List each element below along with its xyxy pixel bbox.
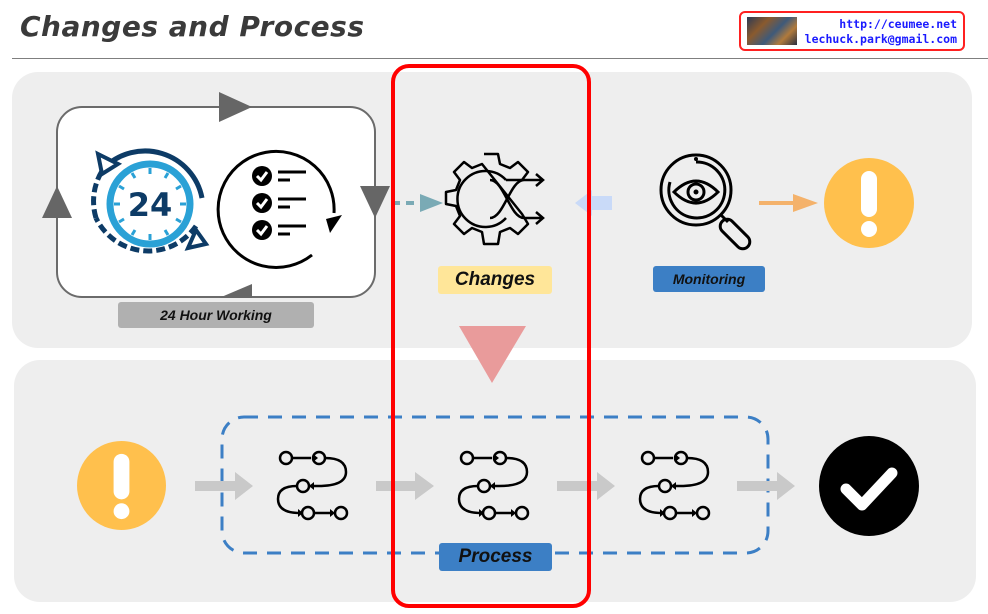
to-changes-arrowhead bbox=[420, 194, 443, 212]
flow-arrow-3 bbox=[557, 472, 615, 500]
cycle-arrow-right bbox=[360, 186, 390, 218]
monitor-to-alert-arrowhead bbox=[793, 194, 818, 212]
clock-24-icon: 24 bbox=[91, 148, 210, 254]
flow-arrow-1 bbox=[195, 472, 253, 500]
monitoring-to-changes-arrow bbox=[575, 190, 612, 216]
process-step-3-icon bbox=[638, 450, 711, 521]
flow-arrow-2 bbox=[376, 472, 434, 500]
done-check-icon bbox=[819, 436, 919, 536]
changes-label: Changes bbox=[438, 266, 552, 294]
process-step-2-icon bbox=[457, 450, 530, 521]
contact-card: http://ceumee.net lechuck.park@gmail.com bbox=[739, 11, 965, 51]
cycle-arrow-top bbox=[219, 92, 252, 122]
cycle-label: 24 Hour Working bbox=[118, 302, 314, 328]
title-divider bbox=[12, 58, 988, 59]
contact-email-link[interactable]: lechuck.park@gmail.com bbox=[804, 32, 957, 46]
alert-icon bbox=[824, 158, 914, 248]
highlight-frame bbox=[391, 64, 591, 608]
author-thumbnail bbox=[747, 17, 797, 45]
monitoring-magnifier-icon bbox=[659, 153, 752, 251]
monitoring-label: Monitoring bbox=[653, 266, 765, 292]
gear-shuffle-icon bbox=[444, 152, 545, 246]
issue-alert-icon bbox=[77, 441, 166, 530]
flow-arrow-4 bbox=[737, 472, 795, 500]
changes-to-process-arrow bbox=[459, 326, 526, 383]
page-title: Changes and Process bbox=[20, 10, 365, 43]
cycle-arrow-left bbox=[42, 186, 72, 218]
contact-url-link[interactable]: http://ceumee.net bbox=[839, 17, 957, 31]
cycle-arrow-bottom bbox=[219, 284, 252, 298]
process-step-1-icon bbox=[276, 450, 349, 521]
checklist-cycle-icon bbox=[216, 149, 342, 269]
process-label: Process bbox=[439, 543, 552, 571]
clock-number: 24 bbox=[128, 186, 173, 224]
